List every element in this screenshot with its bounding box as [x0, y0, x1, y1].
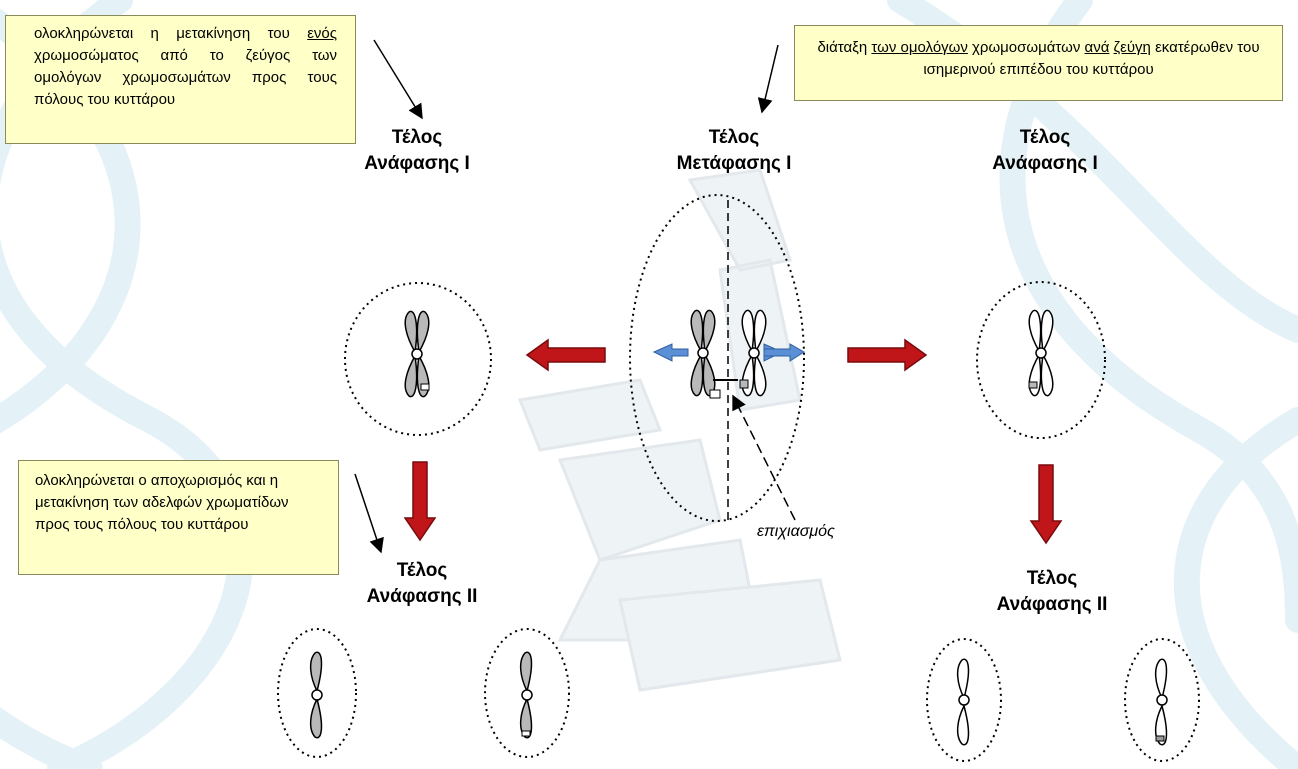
crossover-segment — [1029, 382, 1037, 388]
pointer-arrow-anaphase1 — [374, 40, 422, 118]
cell-metaphase1 — [630, 195, 804, 521]
red-arrow-left — [527, 340, 605, 370]
centromere — [1157, 695, 1167, 705]
pointer-arrow-metaphase1 — [762, 45, 778, 112]
centromere — [959, 695, 969, 705]
centromere — [749, 348, 759, 358]
crossover-segment — [522, 731, 530, 736]
red-arrow-down-right — [1031, 465, 1061, 543]
centromere — [698, 348, 708, 358]
crossover-segment — [1156, 736, 1164, 741]
centromere — [522, 690, 532, 700]
cell-right-anaphase1 — [977, 282, 1105, 438]
red-arrow-right — [848, 340, 926, 370]
crossing-over-patch — [740, 380, 748, 388]
centromere — [1036, 348, 1046, 358]
blue-arrow-left — [654, 344, 688, 361]
centromere — [412, 349, 422, 359]
crossing-over-patch — [710, 390, 720, 398]
crossover-segment — [421, 384, 429, 390]
red-arrow-down-left — [405, 462, 435, 540]
pointer-arrow-anaphase2 — [355, 474, 381, 552]
centromere — [312, 690, 322, 700]
